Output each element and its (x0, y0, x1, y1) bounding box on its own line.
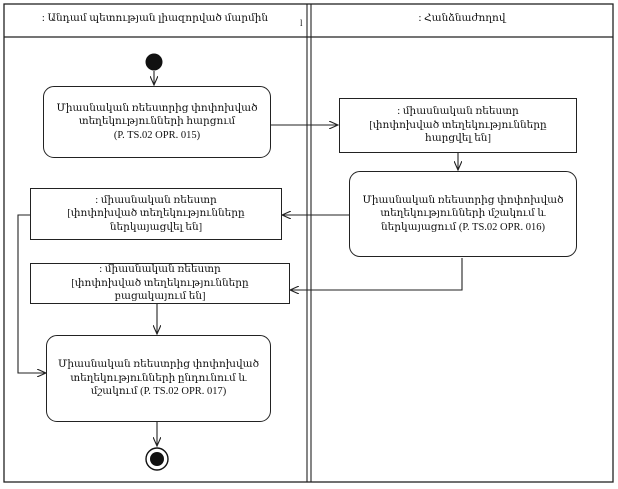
lane-left-mark: l (300, 18, 303, 28)
object-requested-line1: : միասնական ռեեստր (397, 106, 519, 118)
action-receive-changes: Միասնական ռեեստրից փոփոխված տեղեկություն… (46, 335, 271, 422)
flow-process-to-missing (290, 258, 463, 290)
object-missing-line1: : միասնական ռեեստր (99, 264, 221, 276)
action-process-changes: Միասնական ռեեստրից փոփոխված տեղեկություն… (349, 171, 577, 257)
object-requested-line2: [փոփոխված տեղեկությունները հարցվել են] (369, 119, 547, 145)
object-registry-presented: : միասնական ռեեստր [փոփոխված տեղեկությու… (30, 188, 282, 240)
flow-presented-to-receive (17, 214, 46, 373)
action-request-changes: Միասնական ռեեստրից փոփոխված տեղեկություն… (43, 86, 271, 158)
lane-title-right: : Հանձնաժողով (418, 13, 506, 24)
object-presented-line2: [փոփոխված տեղեկությունները ներկայացվել ե… (67, 208, 245, 233)
action-request-line1: Միասնական ռեեստրից փոփոխված (56, 102, 258, 114)
action-receive-line3: մշակում (P. TS.02 OPR. 017) (90, 386, 227, 398)
action-request-line3: (P. TS.02 OPR. 015) (113, 129, 201, 141)
initial-node (145, 53, 163, 71)
final-node (150, 452, 164, 466)
action-receive-line1: Միասնական ռեեստրից փոփոխված (57, 359, 260, 371)
action-receive-line2: տեղեկությունների ընդունում և (70, 372, 247, 384)
action-process-line3: ներկայացում (P. TS.02 OPR. 016) (381, 221, 545, 233)
object-registry-missing: : միասնական ռեեստր [փոփոխված տեղեկությու… (30, 263, 290, 304)
object-missing-line2: [փոփոխված տեղեկությունները բացակայում են… (71, 277, 249, 303)
swimlane-frame (3, 3, 614, 483)
action-process-line1: Միասնական ռեեստրից փոփոխված (362, 194, 564, 206)
object-presented-line1: : միասնական ռեեստր (95, 194, 217, 206)
action-process-line2: տեղեկությունների մշակում և (380, 208, 546, 220)
action-request-line2: տեղեկությունների հարցում (78, 116, 236, 128)
lane-title-left: : Անդամ պետության լիազորված մարմին (41, 13, 269, 24)
object-registry-requested: : միասնական ռեեստր [փոփոխված տեղեկությու… (339, 98, 577, 153)
